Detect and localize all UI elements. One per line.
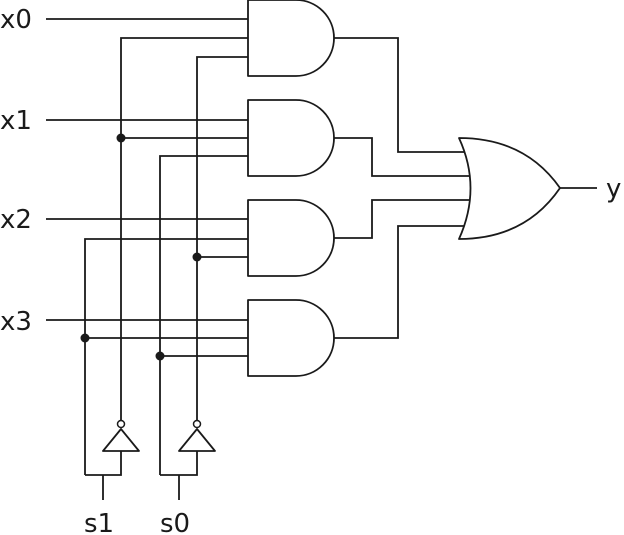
bus-s1 bbox=[84, 238, 248, 475]
wire-and0-out bbox=[334, 37, 470, 153]
inverter-bubble bbox=[116, 419, 126, 429]
junction-dot bbox=[155, 351, 165, 361]
label-x0: x0 bbox=[0, 5, 32, 35]
and-to-or-wires bbox=[334, 37, 474, 339]
junction-dot bbox=[192, 252, 202, 262]
data-input-wires bbox=[46, 18, 248, 321]
inverter-bubble bbox=[192, 419, 202, 429]
not-gate-s1 bbox=[102, 419, 140, 452]
label-s1: s1 bbox=[84, 509, 114, 535]
label-x1: x1 bbox=[0, 106, 32, 136]
and-gate-3 bbox=[247, 299, 335, 377]
wire-and3-out bbox=[334, 225, 470, 339]
wire-and2-out bbox=[334, 199, 474, 239]
not-gate-s0 bbox=[178, 419, 216, 452]
junctions bbox=[80, 133, 202, 361]
junction-dot bbox=[116, 133, 126, 143]
label-x2: x2 bbox=[0, 205, 32, 235]
not-gate-triangle bbox=[102, 428, 140, 452]
label-y: y bbox=[606, 174, 621, 204]
bus-s1-inverted bbox=[120, 37, 248, 424]
wire-s0-split bbox=[160, 451, 198, 476]
bus-s0 bbox=[159, 155, 248, 475]
junction-dot bbox=[80, 333, 90, 343]
label-x3: x3 bbox=[0, 307, 32, 337]
and-gate-2 bbox=[247, 199, 335, 277]
wire-s1-split bbox=[85, 451, 122, 476]
select-bus-wires bbox=[84, 37, 248, 500]
bus-s0-inverted bbox=[196, 56, 248, 424]
and-gate-1 bbox=[247, 99, 335, 177]
wire-and1-out bbox=[334, 137, 474, 177]
not-gate-triangle bbox=[178, 428, 216, 452]
or-gate bbox=[458, 137, 561, 240]
label-s0: s0 bbox=[160, 509, 190, 535]
and-gate-0 bbox=[247, 0, 335, 77]
